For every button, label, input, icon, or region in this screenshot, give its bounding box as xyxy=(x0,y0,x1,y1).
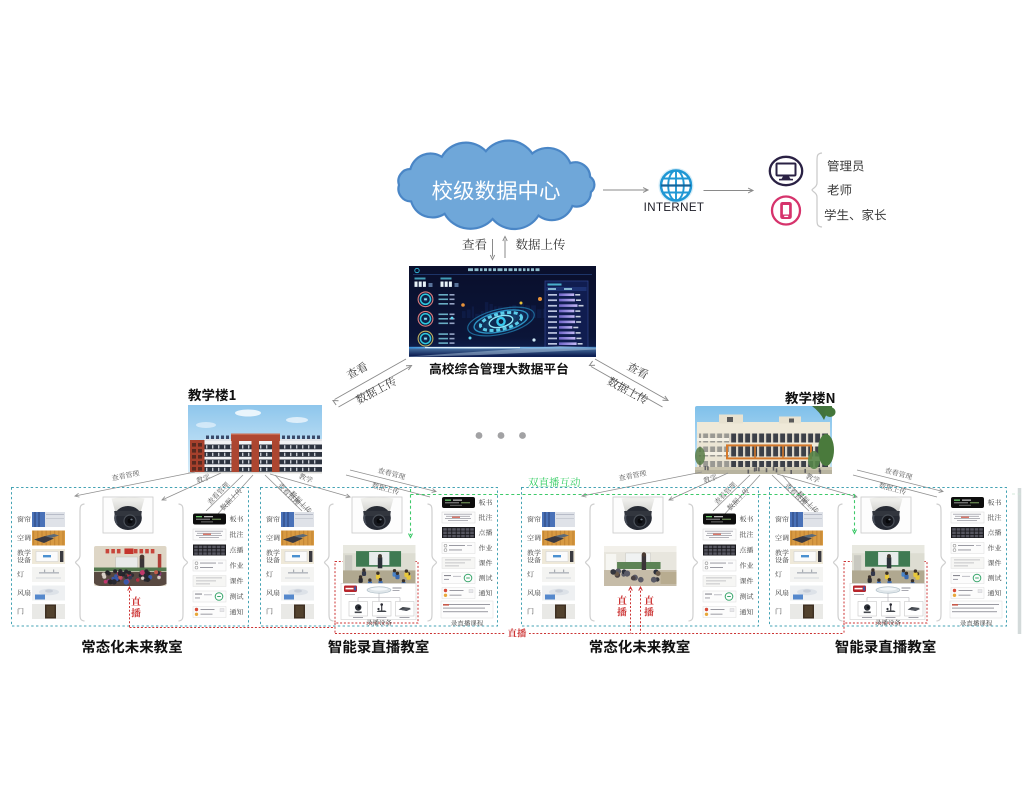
svg-text:INTERNET: INTERNET xyxy=(644,202,705,214)
